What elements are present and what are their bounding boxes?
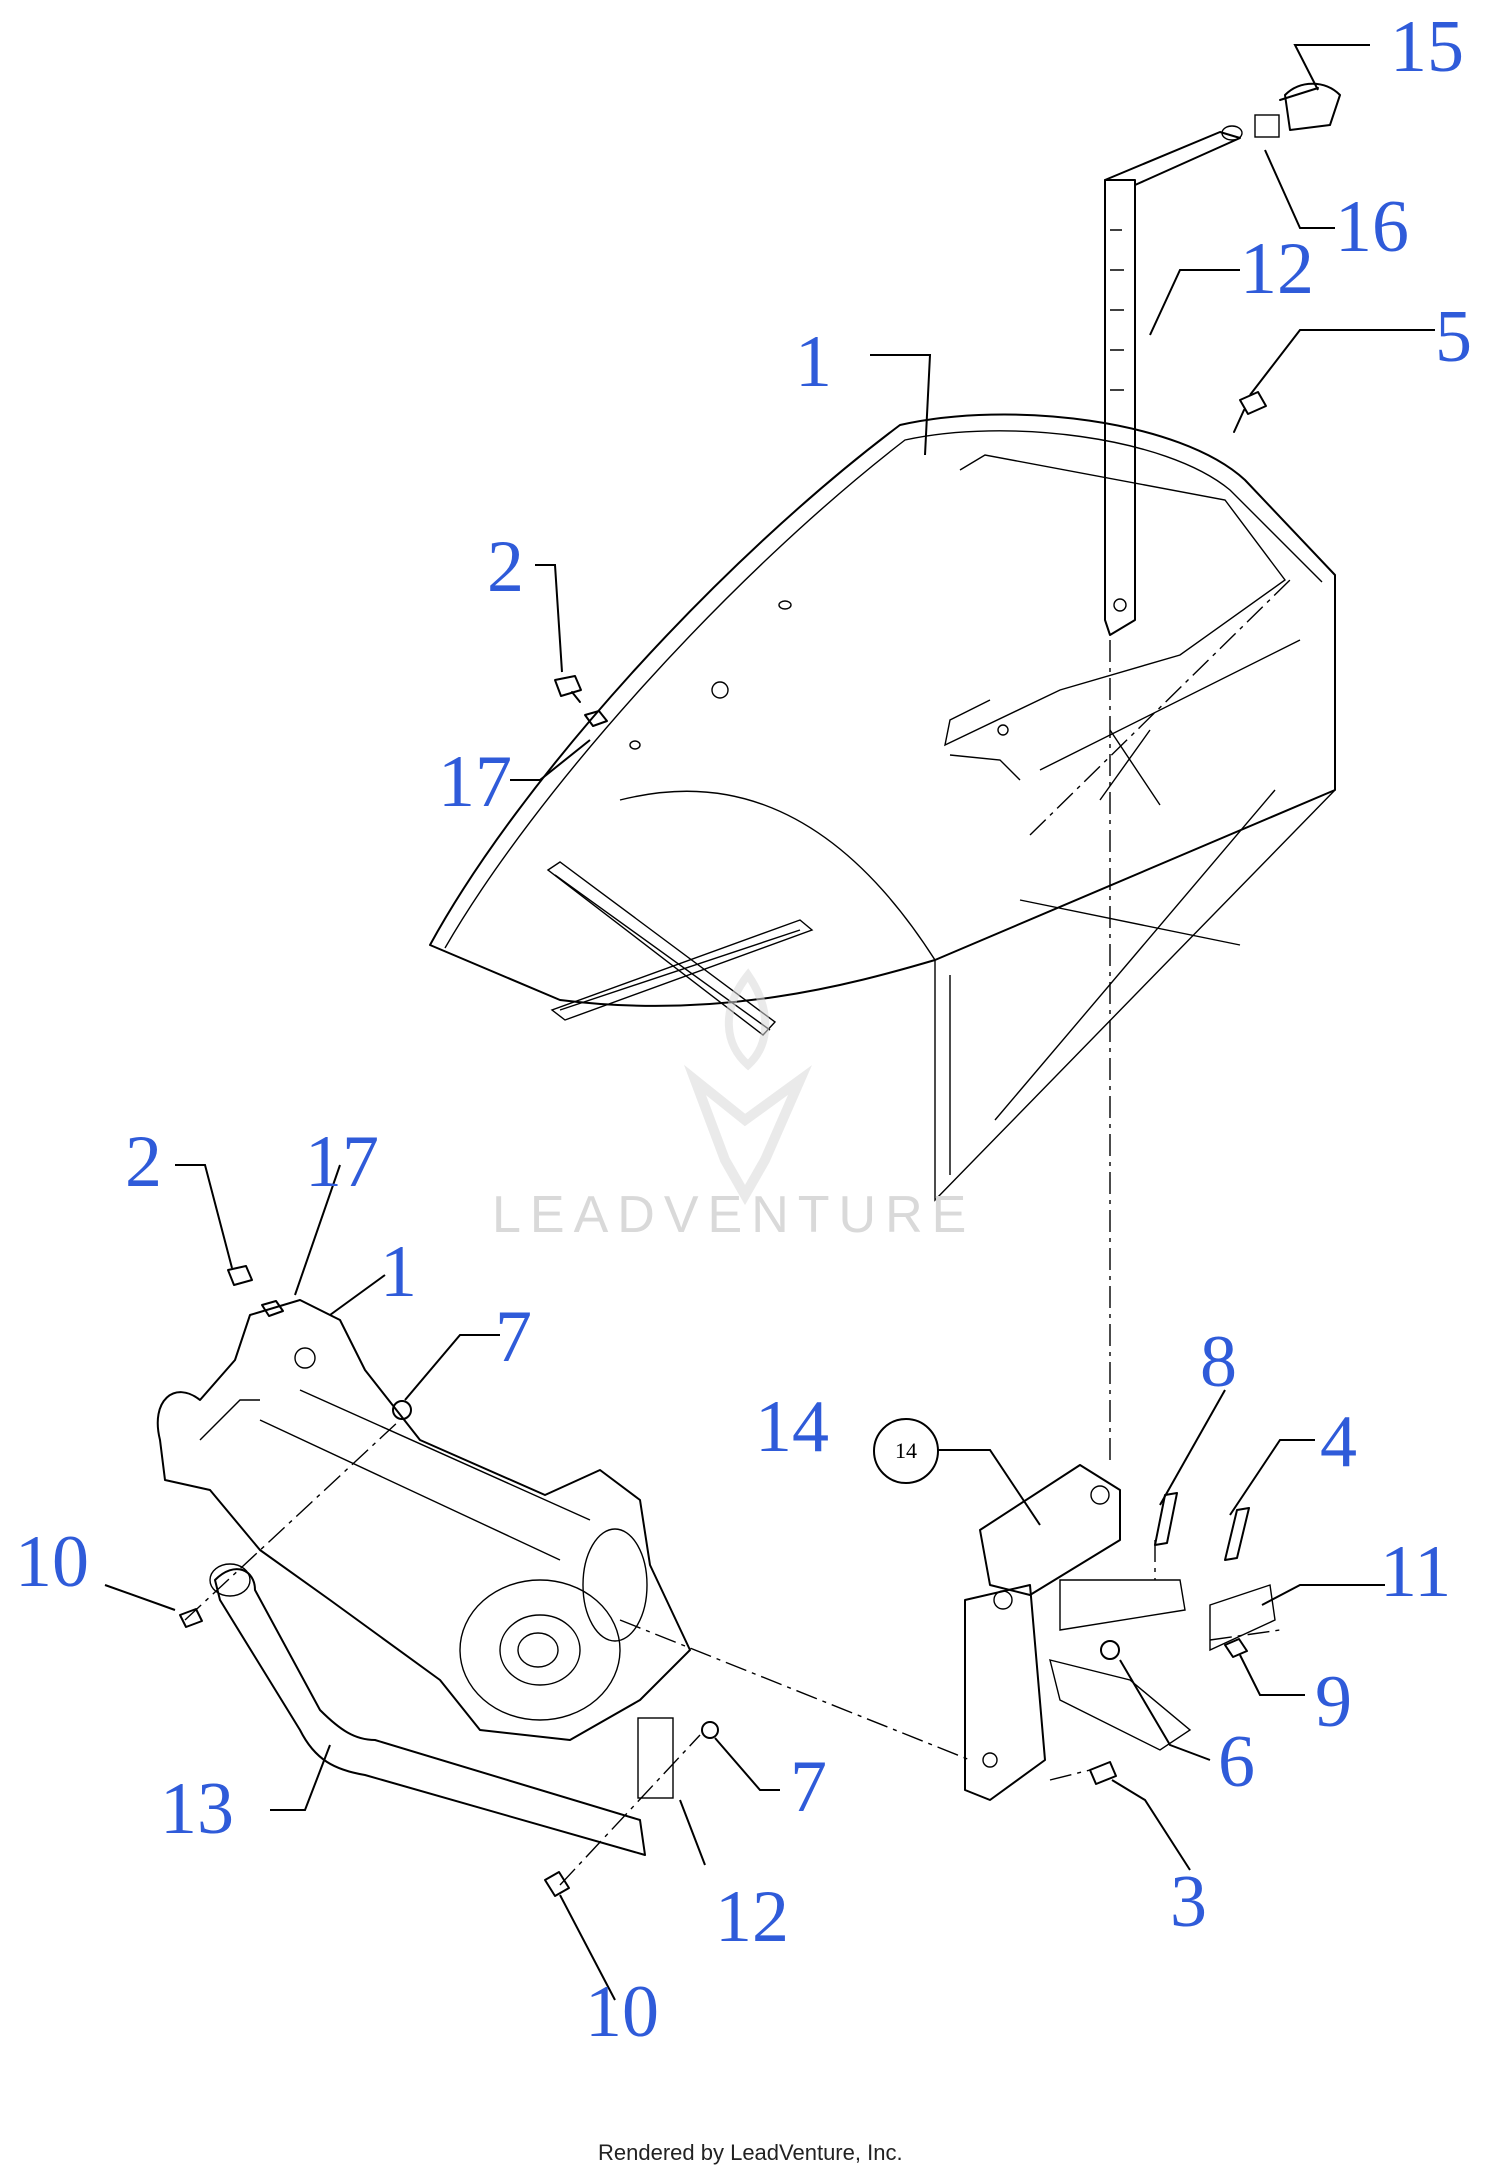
callout-leaders [104,44,1435,2001]
callout-1-lower: 1 [380,1231,417,1313]
circled-reference-14: 14 [873,1418,939,1484]
transmission-assembly [156,1299,691,1741]
callout-17-lower: 17 [305,1121,379,1203]
callout-10-upper: 10 [15,1521,89,1603]
watermark-logo [683,968,812,1206]
callout-3: 3 [1170,1861,1207,1943]
callout-10-lower: 10 [585,1971,659,2053]
callout-2-lower: 2 [125,1121,162,1203]
callout-5: 5 [1435,296,1472,378]
callout-8: 8 [1200,1321,1237,1403]
assembly-centerlines [184,640,1281,1886]
depth-bar [1104,82,1341,636]
callout-6: 6 [1218,1721,1255,1803]
callout-2-upper: 2 [487,526,524,608]
callout-1-upper: 1 [795,321,832,403]
callout-15: 15 [1390,6,1464,88]
callout-12-lower: 12 [715,1876,789,1958]
callout-14: 14 [755,1386,829,1468]
callout-16: 16 [1335,186,1409,268]
fasteners [179,87,1319,1897]
callout-9: 9 [1315,1661,1352,1743]
callout-7-lower: 7 [790,1746,827,1828]
callout-4: 4 [1320,1401,1357,1483]
watermark-text: LEADVENTURE [492,1186,976,1244]
footer-credit: Rendered by LeadVenture, Inc. [598,2140,903,2165]
callout-12-upper: 12 [1240,228,1314,310]
callout-7-upper: 7 [495,1296,532,1378]
callout-11: 11 [1380,1531,1452,1613]
tine-shield [429,413,1336,1202]
drag-bar [209,1563,674,1856]
callout-17-upper: 17 [438,741,512,823]
callout-13: 13 [160,1768,234,1850]
